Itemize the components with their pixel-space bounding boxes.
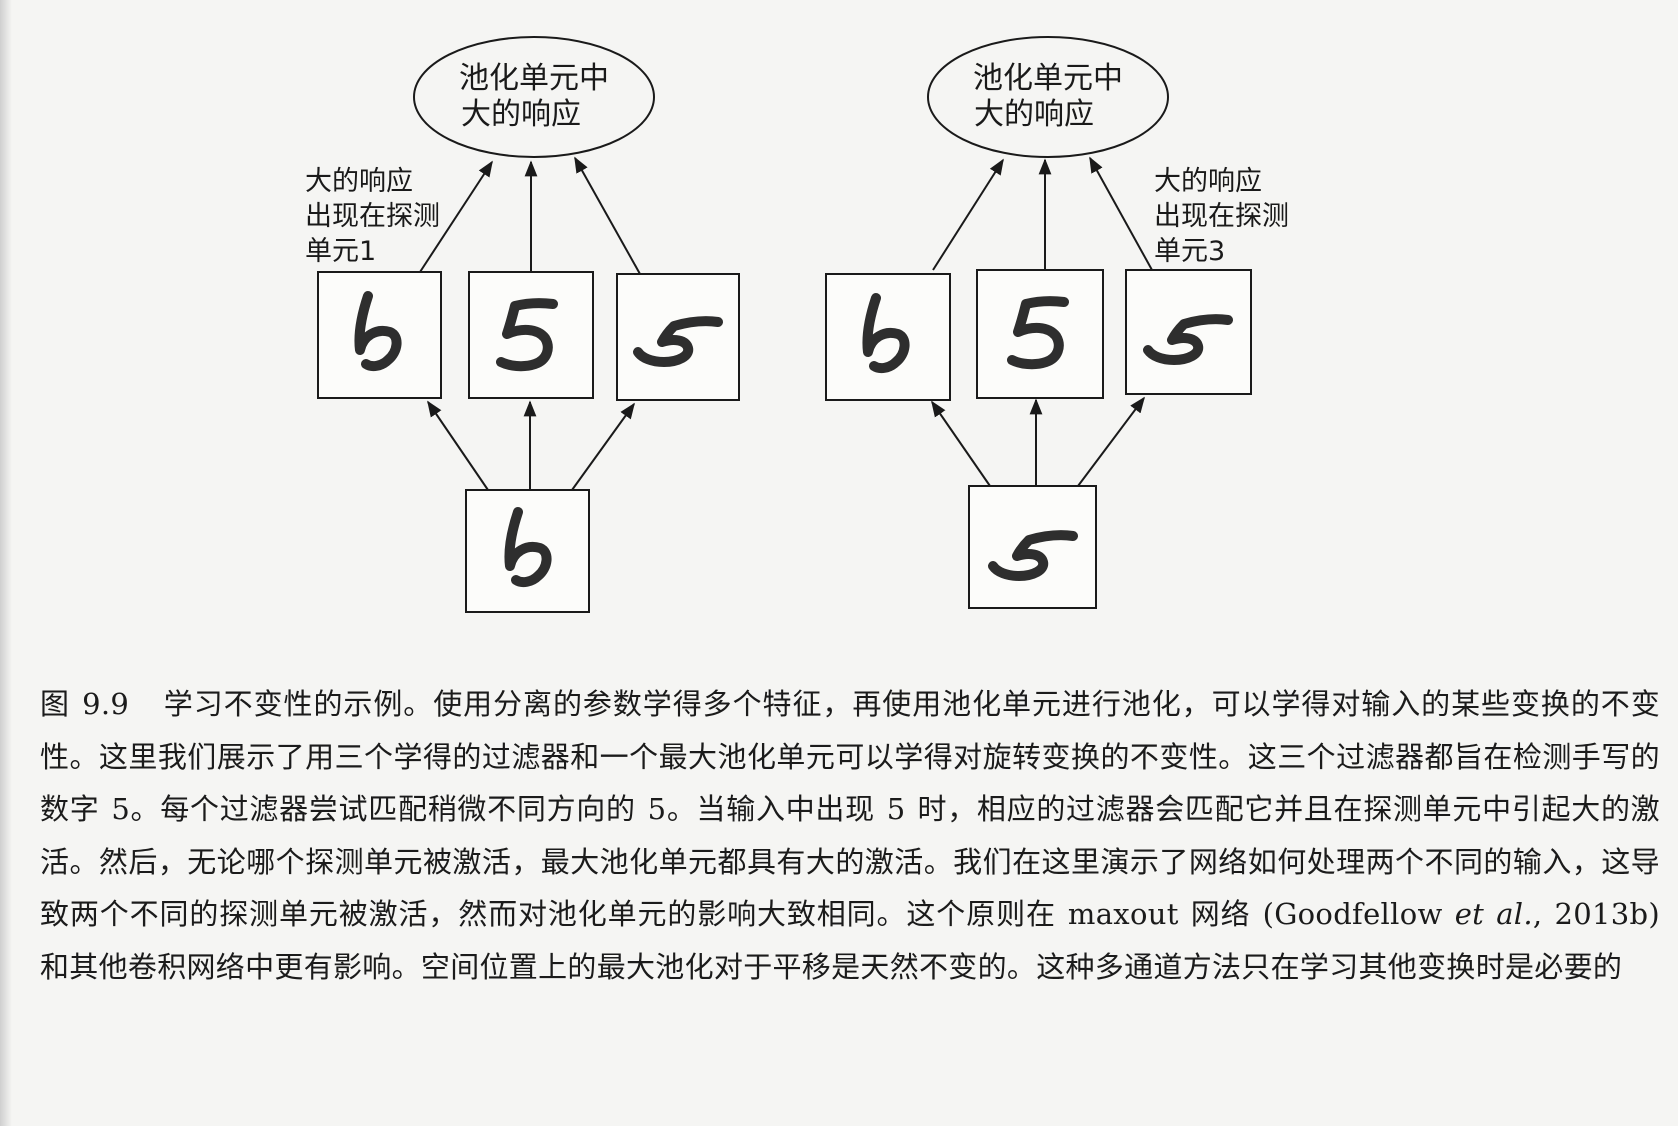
left-note-line-3: 单元1 (305, 236, 376, 267)
right-pool-unit (927, 36, 1169, 158)
caption-text-main: 学习不变性的示例。使用分离的参数学得多个特征，再使用池化单元进行池化，可以学得对… (40, 687, 1660, 931)
left-note-line-1: 大的响应 (305, 166, 413, 197)
left-arrow-in-d3 (571, 402, 635, 491)
left-arrow-d3-pool (574, 156, 641, 275)
left-diagram: 池化单元中 大的响应 大的响应 出现在探测 单元1 (305, 36, 740, 613)
invariance-figure: 池化单元中 大的响应 大的响应 出现在探测 单元1 (305, 36, 1289, 613)
right-arrow-d3-pool (1089, 156, 1153, 271)
left-arrow-d1-pool (419, 160, 493, 273)
right-note-line-3: 单元3 (1154, 236, 1225, 267)
left-note-line-2: 出现在探测 (305, 201, 440, 232)
left-pool-unit (413, 36, 655, 158)
right-pool-label-1: 池化单元中 (973, 61, 1123, 96)
right-note-line-2: 出现在探测 (1154, 201, 1289, 232)
right-diagram: 池化单元中 大的响应 大的响应 出现在探测 单元3 (825, 36, 1289, 609)
right-arrow-in-d1 (931, 400, 991, 487)
left-arrow-in-d1 (427, 400, 489, 491)
page-edge-shadow (0, 0, 12, 1126)
right-detector-3 (1125, 269, 1252, 395)
right-arrow-in-d3 (1077, 396, 1145, 487)
figure-label: 图 9.9 (40, 687, 130, 721)
right-input (968, 485, 1097, 609)
right-arrow-d1-pool (932, 158, 1004, 271)
caption-cite-italic: et al. (1454, 897, 1533, 931)
right-pool-label-2: 大的响应 (974, 97, 1094, 132)
right-note-line-1: 大的响应 (1154, 166, 1262, 197)
caption-text-end: , 2013b) 和其他卷积网络中更有影响。空间位置上的最大池化对于平移是天然不… (40, 897, 1660, 984)
left-pool-label-1: 池化单元中 (459, 61, 609, 96)
right-detector-2 (976, 269, 1104, 399)
left-pool-label-2: 大的响应 (461, 97, 581, 132)
